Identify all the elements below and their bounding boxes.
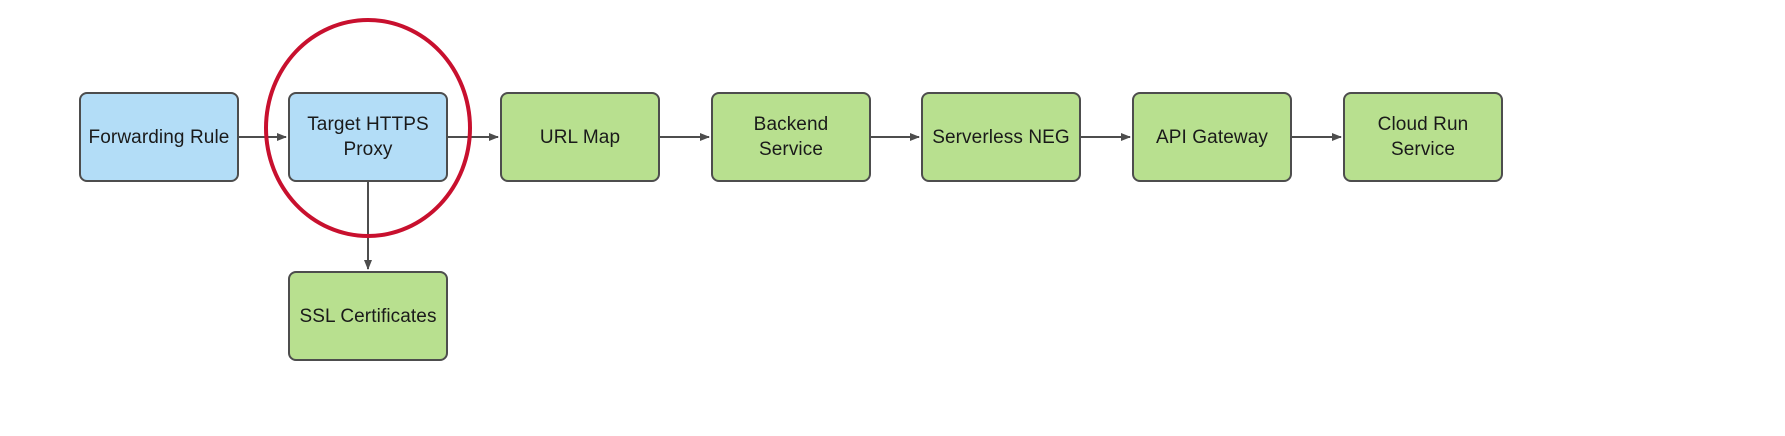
node-api-gateway[interactable]: API Gateway <box>1132 92 1292 182</box>
node-backend-service[interactable]: Backend Service <box>711 92 871 182</box>
node-cloud-run-service[interactable]: Cloud Run Service <box>1343 92 1503 182</box>
node-target-https-proxy[interactable]: Target HTTPS Proxy <box>288 92 448 182</box>
node-cloud-run-service-label: Cloud Run Service <box>1377 114 1469 160</box>
node-backend-service-label: Backend Service <box>753 114 829 160</box>
node-api-gateway-label: API Gateway <box>1156 126 1268 148</box>
node-target-https-proxy-label: Target HTTPS Proxy <box>307 114 429 160</box>
node-serverless-neg-label: Serverless NEG <box>932 126 1070 148</box>
node-forwarding-rule[interactable]: Forwarding Rule <box>79 92 239 182</box>
node-ssl-certificates[interactable]: SSL Certificates <box>288 271 448 361</box>
node-url-map-label: URL Map <box>539 126 621 148</box>
node-ssl-certificates-label: SSL Certificates <box>299 305 437 327</box>
node-serverless-neg[interactable]: Serverless NEG <box>921 92 1081 182</box>
node-forwarding-rule-label: Forwarding Rule <box>88 126 230 148</box>
node-url-map[interactable]: URL Map <box>500 92 660 182</box>
